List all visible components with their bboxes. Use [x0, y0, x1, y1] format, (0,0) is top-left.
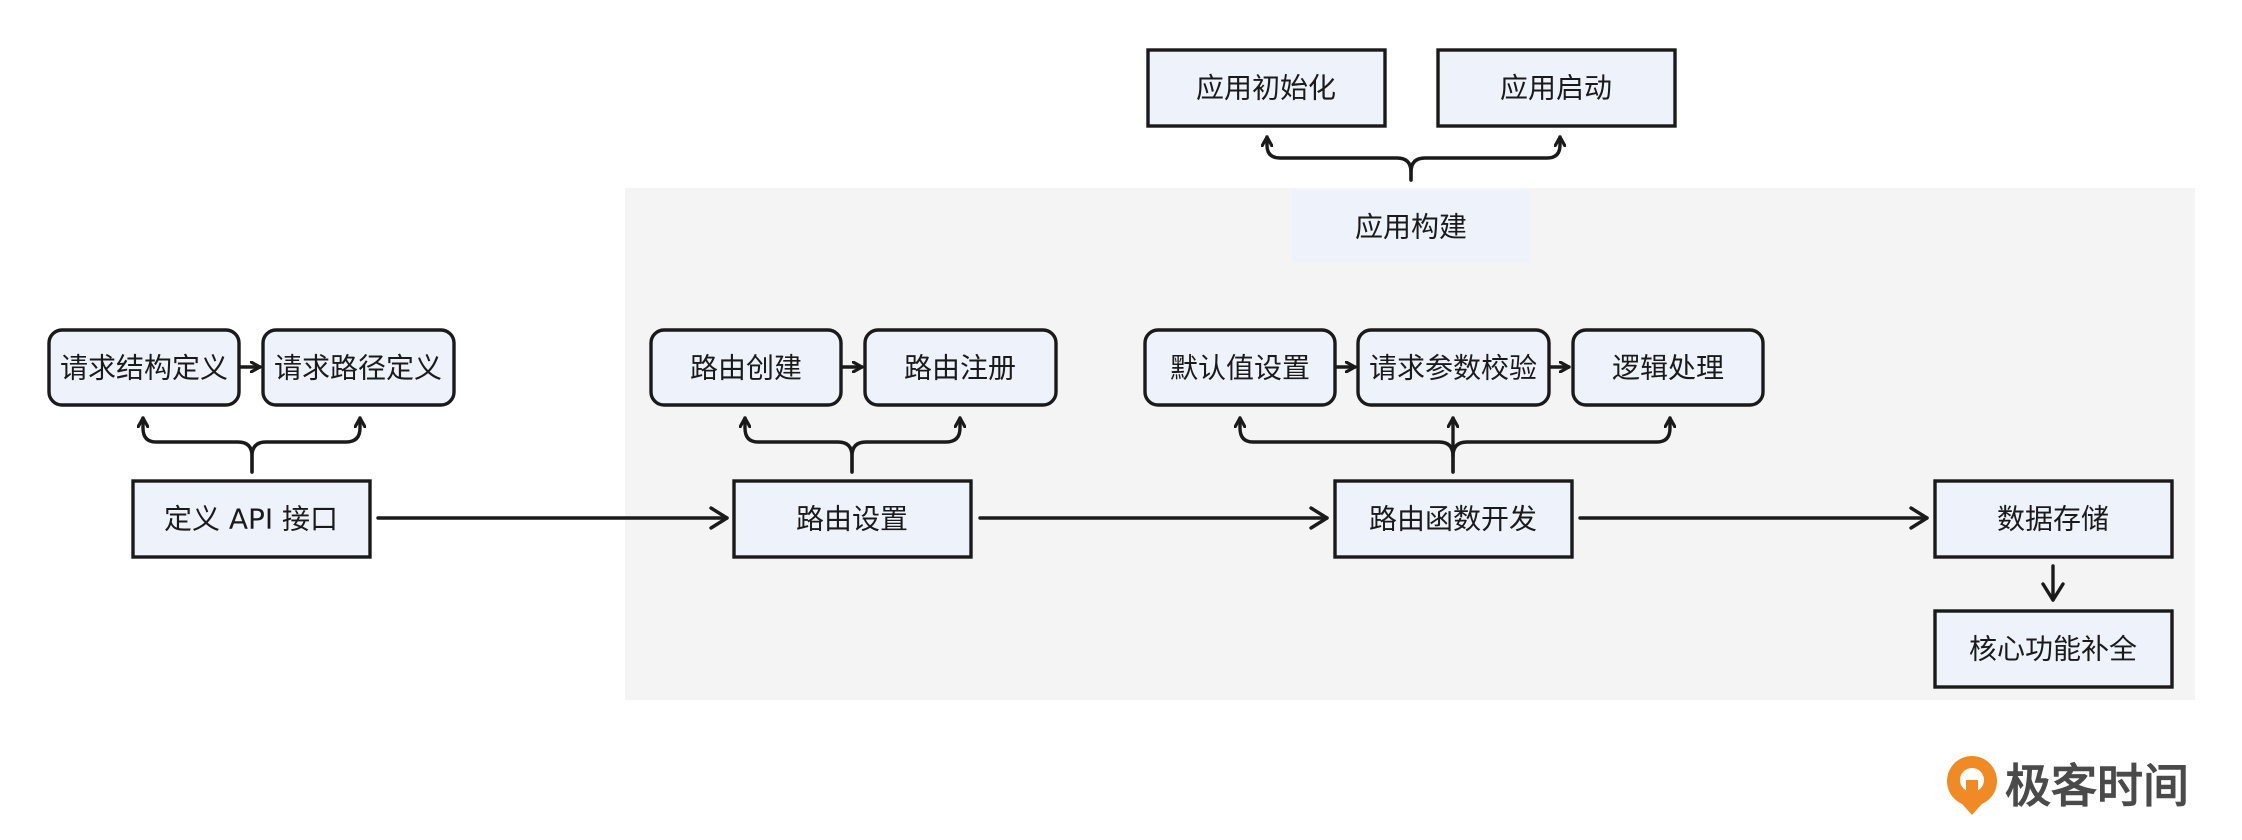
svg-text:路由注册: 路由注册 [904, 352, 1016, 385]
node-route-setup: 路由设置 [732, 479, 973, 559]
svg-text:请求参数校验: 请求参数校验 [1369, 352, 1537, 385]
node-req-path: 请求路径定义 [261, 328, 456, 407]
geektime-logo-icon [1947, 756, 1997, 815]
node-logic: 逻辑处理 [1571, 328, 1765, 407]
svg-text:核心功能补全: 核心功能补全 [1969, 633, 2137, 666]
node-req-struct: 请求结构定义 [47, 328, 241, 407]
node-define-api: 定义 API 接口 [131, 479, 372, 559]
svg-text:应用初始化: 应用初始化 [1196, 72, 1336, 105]
node-route-register: 路由注册 [863, 328, 1058, 407]
brace-app-build-left [1267, 135, 1413, 182]
node-data-storage: 数据存储 [1933, 479, 2174, 559]
svg-text:定义 API 接口: 定义 API 接口 [164, 503, 338, 536]
node-default-value: 默认值设置 [1143, 328, 1337, 407]
logo: 极客时间 [1947, 756, 2189, 815]
node-route-func: 路由函数开发 [1333, 479, 1574, 559]
node-core-complete: 核心功能补全 [1933, 609, 2174, 689]
brace-api-children-right [250, 416, 360, 474]
svg-text:请求结构定义: 请求结构定义 [60, 352, 228, 385]
svg-text:路由设置: 路由设置 [796, 503, 908, 536]
app-build-label-bg [1292, 190, 1530, 262]
svg-text:路由创建: 路由创建 [690, 352, 802, 385]
svg-text:数据存储: 数据存储 [1997, 503, 2109, 536]
svg-text:默认值设置: 默认值设置 [1170, 352, 1310, 385]
brace-api-children [143, 416, 254, 474]
node-app-init: 应用初始化 [1146, 48, 1387, 128]
app-build-label: 应用构建 [1355, 211, 1467, 244]
logo-text: 极客时间 [2005, 759, 2189, 813]
node-param-validate: 请求参数校验 [1356, 328, 1551, 407]
svg-text:逻辑处理: 逻辑处理 [1612, 352, 1724, 385]
brace-route-setup-right [850, 416, 960, 474]
svg-text:应用启动: 应用启动 [1500, 72, 1612, 105]
node-app-start: 应用启动 [1436, 48, 1677, 128]
svg-text:请求路径定义: 请求路径定义 [274, 352, 442, 385]
svg-text:路由函数开发: 路由函数开发 [1369, 503, 1537, 536]
node-route-create: 路由创建 [649, 328, 843, 407]
brace-app-build-right [1409, 135, 1560, 182]
